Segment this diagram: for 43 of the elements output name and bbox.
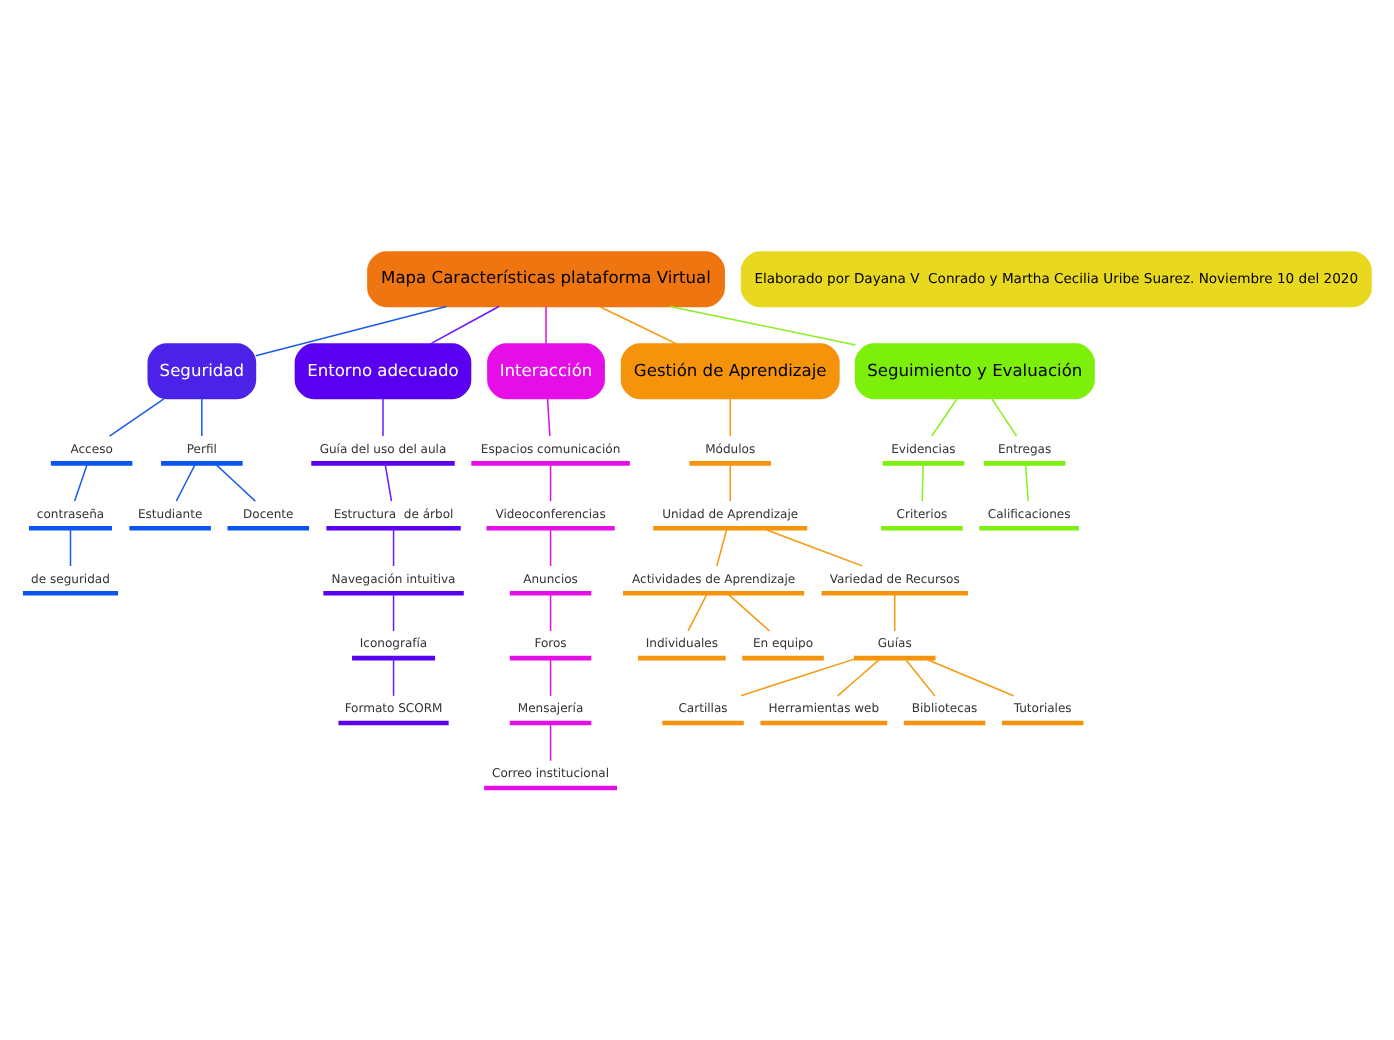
connector (931, 398, 958, 437)
connector (549, 592, 552, 632)
connector (923, 657, 1015, 697)
connector (545, 305, 547, 345)
connector (761, 527, 863, 567)
connector (549, 722, 552, 762)
connector (73, 463, 89, 502)
connector (894, 592, 896, 632)
connector (1024, 463, 1029, 502)
node-box: Seguridad (147, 343, 257, 400)
connector (921, 463, 924, 502)
connector (108, 398, 165, 437)
connector (687, 592, 708, 632)
connector (429, 305, 500, 345)
connector (598, 305, 678, 345)
node-box: Interacción (487, 343, 605, 400)
connector (214, 463, 257, 502)
connector (729, 398, 731, 437)
connector (549, 657, 552, 697)
connector (549, 528, 552, 567)
connector (382, 398, 384, 437)
connector (836, 657, 882, 697)
connector (740, 657, 859, 697)
connector (546, 398, 551, 437)
connector (384, 463, 393, 502)
connector (69, 528, 72, 567)
node-box: Mapa Características plataforma Virtual (367, 251, 725, 308)
node-box: Entorno adecuado (294, 343, 472, 400)
connector (669, 305, 857, 346)
node-box: Gestión de Aprendizaje (620, 343, 840, 400)
connector (255, 305, 448, 357)
connector (392, 528, 395, 567)
connector (175, 463, 197, 502)
connector (392, 592, 395, 632)
connector (991, 398, 1018, 437)
connector (392, 657, 395, 697)
connector (549, 463, 552, 502)
connector (716, 528, 728, 567)
connector (729, 463, 731, 502)
connector (904, 657, 936, 697)
node-box: Seguimiento y Evaluación (854, 343, 1095, 400)
connector (201, 398, 203, 437)
connector (726, 592, 771, 632)
